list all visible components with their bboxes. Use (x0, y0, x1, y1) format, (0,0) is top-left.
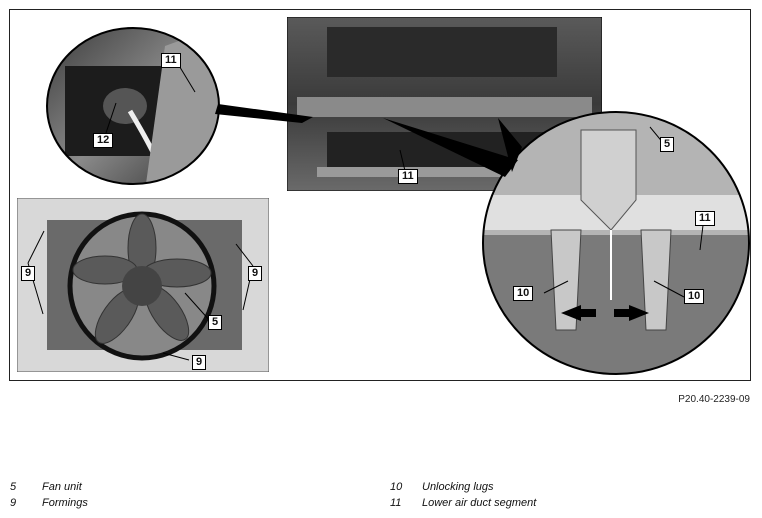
legend-text: Fan unit (42, 481, 82, 493)
legend-num: 9 (10, 497, 17, 509)
legend-num: 5 (10, 481, 17, 493)
fan-unit-photo (17, 198, 269, 372)
callout-9-right: 9 (248, 266, 263, 281)
callout-5-fan: 5 (208, 315, 223, 330)
legend-item-5: 5 Fan unit (10, 481, 82, 493)
legend-item-10: 10 Unlocking lugs (390, 481, 494, 493)
legend-item-9: 9 Formings (10, 497, 88, 509)
callout-9-bottom: 9 (192, 355, 207, 370)
callout-9-left: 9 (21, 266, 36, 281)
legend-item-11: 11 Lower air duct segment (390, 497, 536, 509)
callout-11-top-left: 11 (161, 53, 181, 68)
callout-10-left: 10 (513, 286, 534, 301)
legend-text: Unlocking lugs (422, 481, 494, 493)
callout-10-right: 10 (684, 289, 705, 304)
callout-11-engine-bay: 11 (398, 169, 418, 184)
legend-text: Formings (42, 497, 88, 509)
legend-num: 10 (390, 481, 403, 493)
callout-5-detail: 5 (660, 137, 675, 152)
callout-11-detail: 11 (695, 211, 715, 226)
callout-12: 12 (93, 133, 114, 148)
legend-num: 11 (390, 497, 402, 509)
figure-id: P20.40-2239-09 (678, 394, 750, 405)
unlocking-lugs-detail-photo (482, 111, 750, 375)
legend-text: Lower air duct segment (422, 497, 537, 509)
